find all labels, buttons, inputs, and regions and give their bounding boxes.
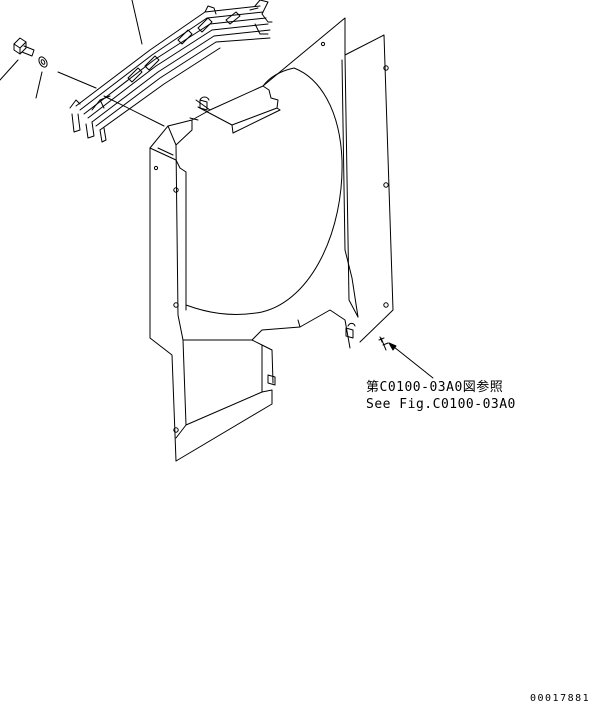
reference-label-english: See Fig.C0100-03A0 (366, 397, 516, 412)
reference-leader (388, 342, 434, 379)
bolt-and-washer (0, 37, 165, 127)
fan-shroud (149, 17, 394, 462)
tube-assembly (69, 0, 273, 143)
reference-label-japanese: 第C0100-03A0図参照 (366, 380, 504, 395)
drawing-number: 00017881 (530, 693, 591, 704)
